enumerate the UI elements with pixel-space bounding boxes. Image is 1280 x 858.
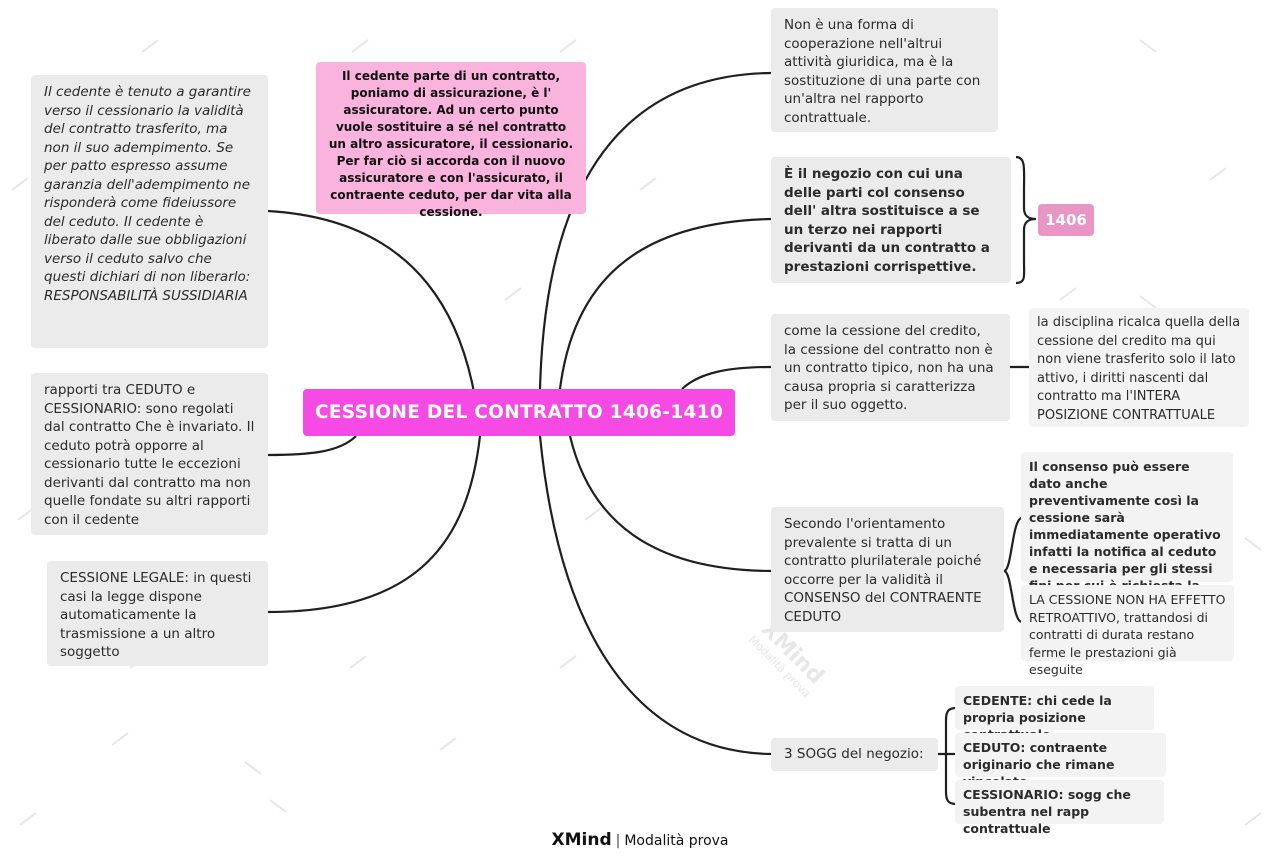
footer-brand: XMind [551, 830, 612, 850]
article-tag-1406[interactable]: 1406 [1038, 204, 1094, 236]
central-topic[interactable]: CESSIONE DEL CONTRATTO 1406-1410 [303, 389, 735, 436]
link-consent [1002, 516, 1023, 573]
discipline-node[interactable]: la disciplina ricalca quella della cessi… [1029, 308, 1249, 427]
link-definition [558, 217, 772, 390]
branch-lines [267, 71, 1037, 806]
guarantee-node[interactable]: Il cedente è tenuto a garantire verso il… [31, 75, 268, 348]
link-subjects [538, 435, 772, 756]
footer-separator: | [615, 833, 621, 849]
orientation-node[interactable]: Secondo l'orientamento prevalente si tra… [771, 507, 1004, 632]
link-like-credit [681, 365, 772, 390]
cessionario-node[interactable]: CESSIONARIO: sogg che subentra nel rapp … [955, 780, 1164, 836]
link-legal [267, 435, 482, 614]
consent-node[interactable]: Il consenso può essere dato anche preven… [1021, 452, 1233, 610]
link-no-retro [1003, 569, 1023, 624]
subjects-node[interactable]: 3 SOGG del negozio: [771, 738, 938, 771]
footer-watermark: XMind|Modalità prova [0, 830, 1280, 850]
link-orientation [568, 435, 772, 573]
relations-node[interactable]: rapporti tra CEDUTO e CESSIONARIO: sono … [31, 373, 268, 535]
bracket-subjects [938, 706, 957, 806]
definition-node[interactable]: È il negozio con cui una delle parti col… [771, 157, 1011, 283]
brace-1406 [1015, 155, 1037, 285]
link-relations [267, 435, 357, 457]
footer-mode: Modalità prova [624, 833, 729, 849]
legal-node[interactable]: CESSIONE LEGALE: in questi casi la legge… [47, 561, 268, 666]
ceduto-node[interactable]: CEDUTO: contraente originario che rimane… [955, 733, 1166, 789]
no-retro-node[interactable]: LA CESSIONE NON HA EFFETTO RETROATTIVO, … [1021, 585, 1234, 677]
link-not-cooperation [538, 71, 772, 390]
like-credit-node[interactable]: come la cessione del credito, la cession… [771, 314, 1010, 421]
cedente-node[interactable]: CEDENTE: chi cede la propria posizione c… [955, 686, 1154, 742]
not-cooperation-node[interactable]: Non è una forma di cooperazione nell'alt… [771, 8, 998, 132]
intro-note[interactable]: Il cedente parte di un contratto, poniam… [316, 62, 586, 219]
